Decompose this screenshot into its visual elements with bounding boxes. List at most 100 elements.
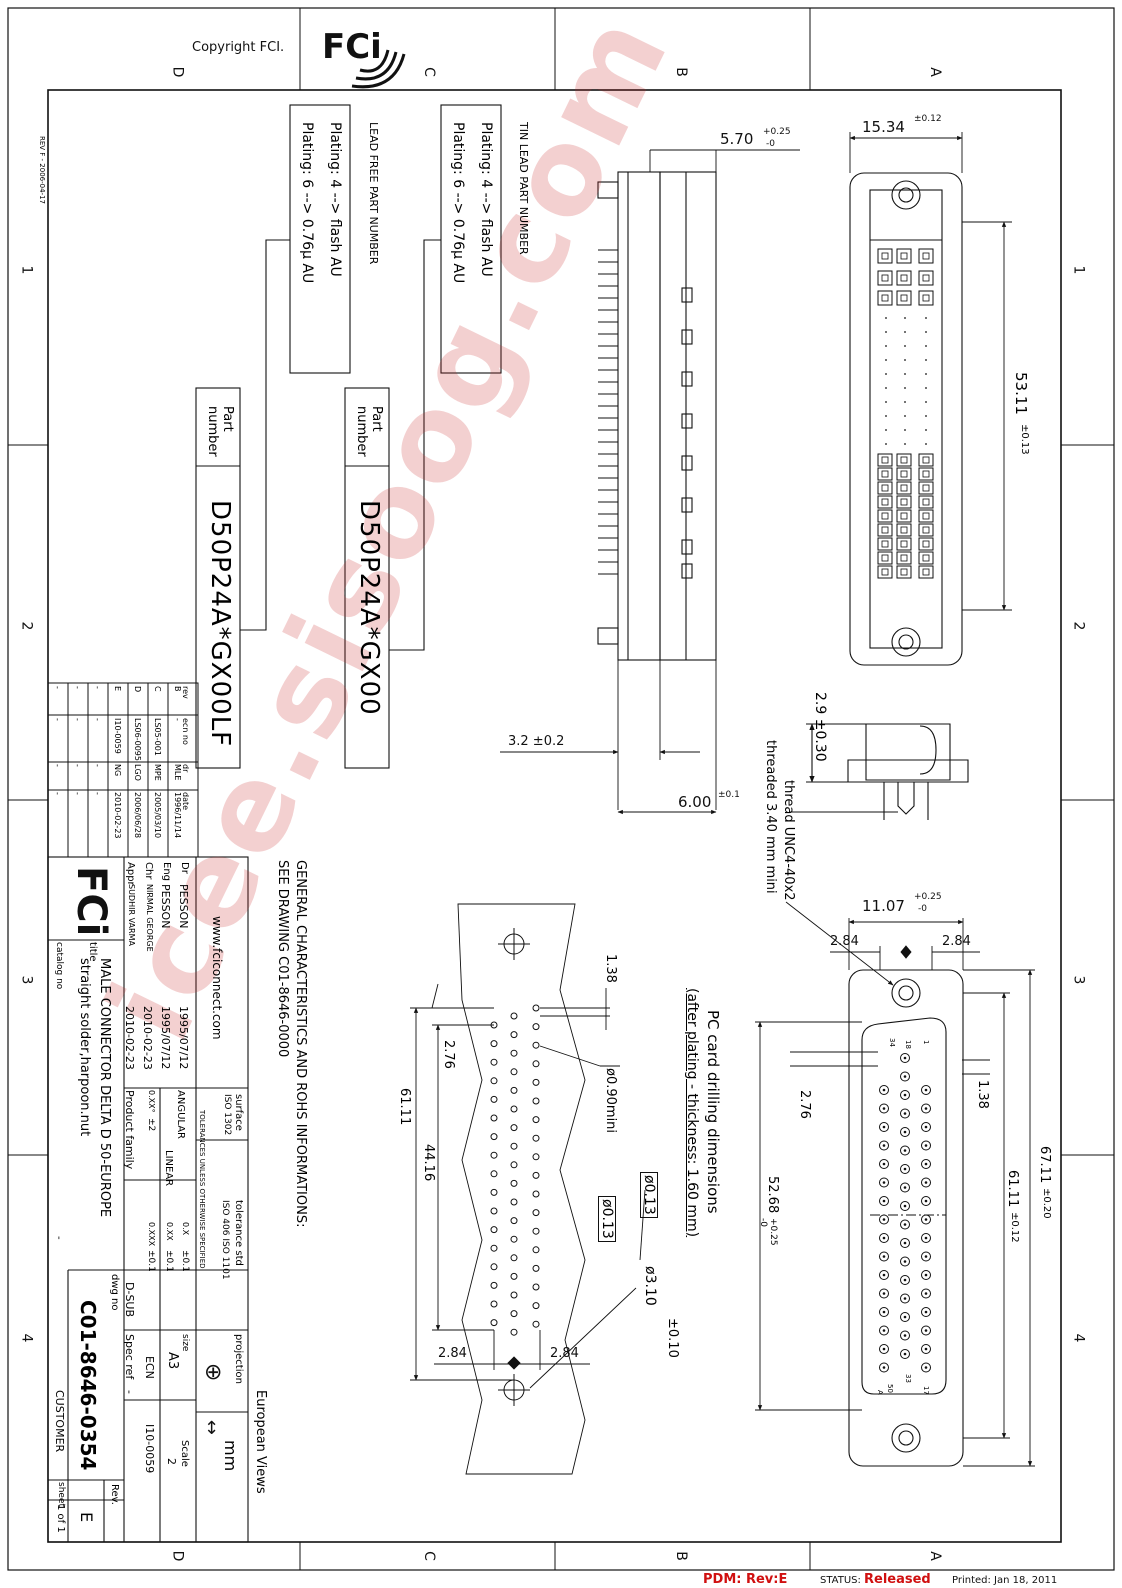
front-contact-center: [882, 1199, 886, 1203]
dim-front-138: 1.38: [975, 1080, 990, 1109]
title-line-2: straight solder,harpoon.nut: [77, 958, 92, 1137]
product-family-label: Product family: [123, 1090, 136, 1170]
zone-col-d-bottom: D: [169, 1550, 186, 1562]
front-contact: [879, 1251, 889, 1262]
tin-lead-plating-1: Plating: 4 --> flash AU: [478, 122, 494, 277]
dim-pcb-4416: 44.16: [421, 1144, 436, 1182]
pin-label-18: 18: [904, 1040, 912, 1049]
revision-cell: MPE: [153, 764, 162, 781]
front-contact: [879, 1159, 889, 1169]
front-contact-center: [924, 1273, 928, 1277]
front-contact-center: [882, 1310, 886, 1314]
top-contact-inner: [900, 512, 908, 520]
front-contact-center: [882, 1329, 886, 1332]
pcb-hole: [510, 1328, 518, 1336]
pin-label-33: 33: [904, 1374, 912, 1383]
lead-free-plating-1: Plating: 4 --> flash AU: [327, 122, 343, 277]
top-contact-inner: [900, 498, 908, 506]
pcb-hole: [532, 1116, 540, 1124]
top-contact-inner: [900, 470, 908, 478]
dim-pcb-284-right: 2.84: [550, 1346, 579, 1361]
zone-row-2-right: 2: [1070, 621, 1087, 631]
pcb-hole: [532, 1078, 540, 1086]
top-contact-inner: [881, 252, 889, 260]
top-pin-dot: [904, 317, 906, 319]
catalog-value: -: [53, 1236, 64, 1240]
front-contact-center: [882, 1236, 886, 1240]
front-contact: [879, 1307, 889, 1317]
zone-row-4-right: 4: [1070, 1333, 1087, 1343]
top-pin-dot: [925, 317, 927, 319]
zone-col-a-bottom: A: [926, 1551, 943, 1561]
revision-cell: -: [173, 718, 182, 721]
front-contact-center: [882, 1181, 886, 1184]
top-contact: [877, 523, 893, 537]
surface-label: surface: [233, 1094, 244, 1131]
tin-lead-part-value: D50P24A*GX00: [354, 500, 384, 716]
units-value: mm: [221, 1440, 240, 1472]
revision-cell: I10-0059: [113, 718, 122, 754]
front-contact-center: [882, 1125, 886, 1129]
top-contact-inner: [922, 498, 930, 506]
top-contact-inner: [922, 540, 930, 548]
pin-label-1: 1: [922, 1040, 930, 1045]
revision-cell: -: [93, 764, 102, 767]
front-contact-center: [924, 1144, 928, 1147]
top-pin-dot: [925, 387, 927, 389]
top-contact-inner: [900, 568, 908, 576]
title-line-1: MALE CONNECTOR DELTA D 50-EUROPE: [97, 958, 112, 1218]
front-contact-center: [924, 1107, 928, 1110]
dim-pcb-138: 1.38: [603, 954, 618, 983]
front-contact: [921, 1122, 931, 1132]
angular-value-2: ±2: [146, 1118, 156, 1132]
status-label: STATUS:: [820, 1575, 861, 1586]
dim-pcb-276: 2.76: [441, 1040, 456, 1069]
units-arrow-icon: ↕: [204, 1418, 220, 1439]
fci-logo-title: FCi: [68, 866, 114, 937]
front-contact: [879, 1288, 889, 1299]
top-contact: [896, 509, 912, 523]
top-contact-inner: [900, 484, 908, 492]
top-contact: [918, 551, 934, 565]
front-contact: [921, 1325, 931, 1336]
sheet-frame: [7, 7, 1115, 1571]
dim-front-284-right: 2.84: [942, 934, 971, 949]
revision-cell: -: [73, 718, 82, 721]
top-contact-inner: [881, 294, 889, 302]
dwg-label: dwg no: [109, 1274, 120, 1311]
front-contact-center: [882, 1347, 886, 1351]
front-contact-center: [903, 1315, 907, 1319]
pin-label-17: 17: [922, 1386, 930, 1395]
top-contact: [918, 467, 934, 481]
front-contact: [900, 1256, 910, 1267]
linear-value-2: ±0.1: [180, 1250, 190, 1272]
front-contact: [921, 1307, 931, 1317]
dim-front-6711-tol: ±0.20: [1041, 1188, 1052, 1219]
top-contact-inner: [922, 456, 930, 464]
front-contact: [921, 1344, 931, 1354]
dim-side-top-tol-plus: +0.25: [763, 127, 791, 137]
front-contact-center: [924, 1310, 928, 1314]
pcb-hole: [490, 1263, 498, 1271]
general-note-1: GENERAL CHARACTERISTICS AND ROHS INFORMA…: [293, 860, 308, 1228]
front-contact: [921, 1140, 931, 1151]
front-contact-center: [924, 1125, 928, 1129]
front-contact-center: [924, 1088, 928, 1092]
tolerance-std-value: ISO 406 ISO 1101: [220, 1200, 230, 1280]
revision-cell: -: [73, 792, 82, 795]
front-contact-center: [903, 1334, 907, 1337]
pcb-dimensions: [410, 983, 646, 1389]
top-pin-dot: [904, 429, 906, 431]
role-label: Eng: [161, 862, 172, 882]
surface-value: ISO 1302: [222, 1094, 232, 1136]
pcb-hole-pattern: [490, 1004, 540, 1336]
linear-label: LINEAR: [163, 1150, 174, 1187]
front-contact-center: [924, 1329, 928, 1332]
pcb-hole: [510, 1179, 518, 1187]
pcb-hole: [532, 1227, 540, 1235]
front-contact-center: [903, 1260, 907, 1263]
front-contact: [900, 1164, 910, 1174]
pcb-hole: [532, 1246, 540, 1254]
role-date: 2010-02-23: [141, 1006, 154, 1070]
